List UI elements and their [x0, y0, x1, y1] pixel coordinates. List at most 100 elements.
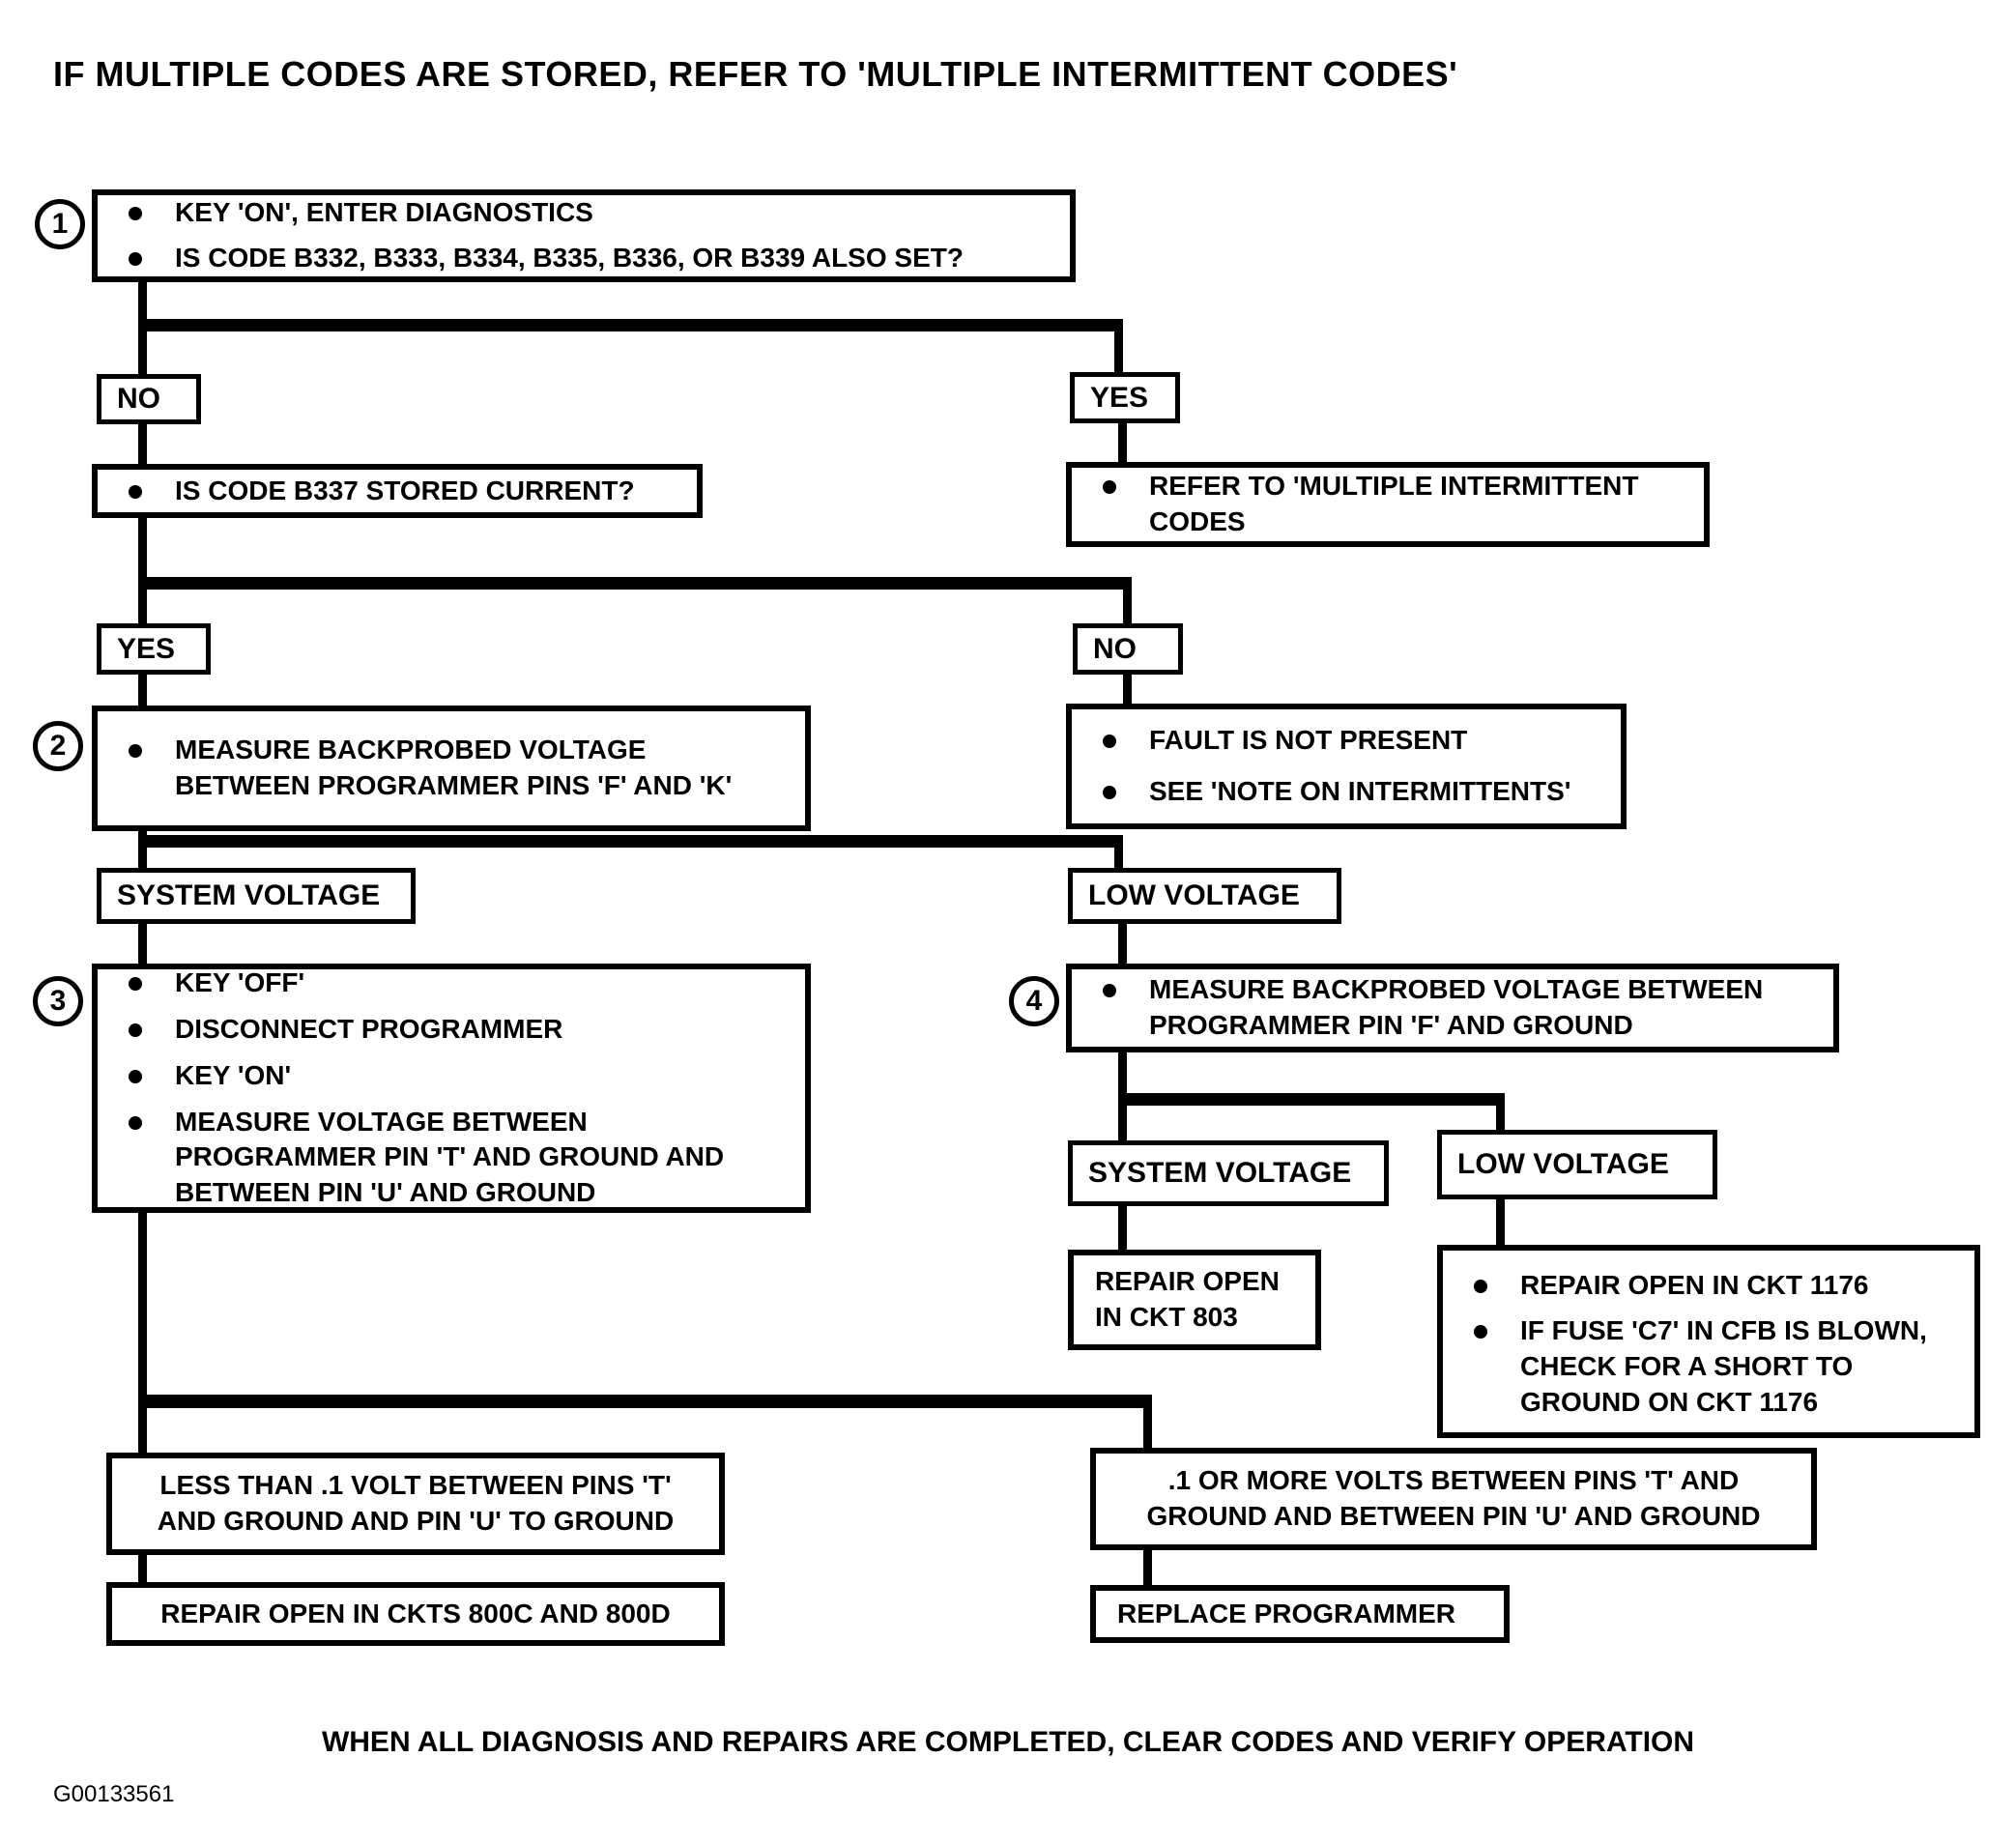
bullet-item: IF FUSE 'C7' IN CFB IS BLOWN, CHECK FOR …	[1458, 1313, 1959, 1421]
node-text: .1 OR MORE VOLTS BETWEEN PINS 'T' AND GR…	[1146, 1465, 1761, 1531]
branch-label-text: NO	[117, 383, 160, 415]
bullet-text: DISCONNECT PROGRAMMER	[175, 1013, 563, 1044]
connector-bar5	[138, 1395, 1152, 1408]
bullet-icon	[1103, 480, 1116, 495]
connector-yes2-to-step2	[138, 674, 147, 707]
step-number-1: 1	[35, 199, 85, 249]
node-text: LESS THAN .1 VOLT BETWEEN PINS 'T' AND G…	[157, 1470, 675, 1536]
bullet-icon	[129, 1023, 142, 1037]
connector-bar3-to-lowv1	[1114, 835, 1123, 870]
bullet-text: KEY 'ON', ENTER DIAGNOSTICS	[175, 197, 593, 228]
footer-note: WHEN ALL DIAGNOSIS AND REPAIRS ARE COMPL…	[321, 1726, 1695, 1758]
connector-bar4-to-sysv2	[1118, 1106, 1127, 1142]
bullet-item: DISCONNECT PROGRAMMER	[113, 1012, 790, 1048]
connector-bar2	[138, 577, 1132, 590]
node-repair-ckt-803: REPAIR OPEN IN CKT 803	[1068, 1250, 1321, 1350]
bullet-text: IF FUSE 'C7' IN CFB IS BLOWN, CHECK FOR …	[1520, 1314, 1927, 1417]
branch-label-text: SYSTEM VOLTAGE	[1088, 1157, 1352, 1189]
bullet-icon	[129, 744, 142, 759]
bullet-item: FAULT IS NOT PRESENT	[1087, 723, 1605, 759]
step-number-3: 3	[33, 976, 83, 1026]
connector-lowv2-to-repair1176	[1496, 1198, 1505, 1247]
branch-label-yes-2: YES	[97, 623, 211, 675]
connector-yes1-to-refer	[1118, 423, 1127, 464]
bullet-text: REPAIR OPEN IN CKT 1176	[1520, 1270, 1869, 1300]
branch-label-system-voltage-2: SYSTEM VOLTAGE	[1068, 1140, 1389, 1206]
bullet-item: REFER TO 'MULTIPLE INTERMITTENT CODES	[1087, 469, 1688, 540]
connector-step3-down-long	[138, 1211, 147, 1455]
node-text: REPLACE PROGRAMMER	[1117, 1598, 1456, 1628]
connector-sysv1-to-step3	[138, 923, 147, 965]
connector-lowv1-to-step4	[1118, 923, 1127, 965]
node-point1-or-more-volts: .1 OR MORE VOLTS BETWEEN PINS 'T' AND GR…	[1090, 1448, 1817, 1550]
bullet-text: KEY 'OFF'	[175, 966, 305, 997]
step-number-2-label: 2	[49, 730, 67, 762]
bullet-icon	[129, 1069, 142, 1083]
branch-label-no-1: NO	[97, 374, 201, 424]
bullet-item: KEY 'ON', ENTER DIAGNOSTICS	[113, 195, 1054, 231]
page-title: IF MULTIPLE CODES ARE STORED, REFER TO '…	[53, 54, 1458, 94]
branch-label-text: YES	[1090, 381, 1149, 414]
bullet-item: REPAIR OPEN IN CKT 1176	[1458, 1268, 1959, 1304]
branch-label-text: SYSTEM VOLTAGE	[117, 879, 381, 911]
connector-step4-down	[1118, 1051, 1127, 1095]
connector-bar3	[138, 835, 1123, 848]
bullet-text: FAULT IS NOT PRESENT	[1149, 725, 1468, 756]
branch-label-yes-1: YES	[1070, 372, 1180, 423]
branch-label-no-2: NO	[1073, 623, 1183, 675]
branch-label-text: YES	[117, 632, 176, 665]
connector-ormore-to-replace	[1143, 1548, 1152, 1587]
branch-label-text: LOW VOLTAGE	[1088, 879, 1300, 911]
node-repair-ckt-1176: REPAIR OPEN IN CKT 1176 IF FUSE 'C7' IN …	[1437, 1245, 1980, 1438]
node-step2: MEASURE BACKPROBED VOLTAGE BETWEEN PROGR…	[92, 706, 811, 831]
bullet-text: MEASURE VOLTAGE BETWEEN PROGRAMMER PIN '…	[175, 1106, 725, 1208]
connector-step2-down	[138, 829, 147, 870]
step-number-1-label: 1	[51, 208, 69, 240]
node-step3: KEY 'OFF' DISCONNECT PROGRAMMER KEY 'ON'…	[92, 964, 811, 1213]
node-repair-ckts-800c-800d: REPAIR OPEN IN CKTS 800C AND 800D	[106, 1582, 725, 1646]
step-number-4-label: 4	[1025, 985, 1043, 1017]
connector-bar1	[138, 319, 1123, 331]
branch-label-text: LOW VOLTAGE	[1457, 1148, 1669, 1180]
bullet-icon	[129, 1115, 142, 1130]
bullet-icon	[1103, 735, 1116, 749]
connector-bar1-to-yes1	[1114, 319, 1123, 375]
bullet-icon	[129, 484, 142, 499]
branch-label-low-voltage-1: LOW VOLTAGE	[1068, 868, 1341, 924]
node-less-than-point1-volt: LESS THAN .1 VOLT BETWEEN PINS 'T' AND G…	[106, 1453, 725, 1555]
node-replace-programmer: REPLACE PROGRAMMER	[1090, 1585, 1510, 1643]
branch-label-system-voltage-1: SYSTEM VOLTAGE	[97, 868, 416, 924]
bullet-text: IS CODE B332, B333, B334, B335, B336, OR…	[175, 243, 964, 273]
step-number-3-label: 3	[49, 985, 67, 1017]
bullet-item: MEASURE BACKPROBED VOLTAGE BETWEEN PROGR…	[1087, 972, 1818, 1044]
connector-bar4	[1118, 1093, 1505, 1106]
bullet-item: SEE 'NOTE ON INTERMITTENTS'	[1087, 774, 1605, 810]
bullet-text: KEY 'ON'	[175, 1059, 292, 1090]
bullet-text: REFER TO 'MULTIPLE INTERMITTENT CODES	[1149, 471, 1639, 536]
connector-sysv2-to-repair803	[1118, 1205, 1127, 1250]
connector-lessthan-to-repair800	[138, 1553, 147, 1584]
bullet-icon	[1474, 1280, 1487, 1293]
node-step1: KEY 'ON', ENTER DIAGNOSTICS IS CODE B332…	[92, 189, 1076, 282]
connector-b337-down	[138, 516, 147, 625]
bullet-icon	[129, 976, 142, 991]
bullet-item: MEASURE VOLTAGE BETWEEN PROGRAMMER PIN '…	[113, 1105, 790, 1212]
node-b337-question: IS CODE B337 STORED CURRENT?	[92, 464, 703, 518]
connector-no1-to-b337	[138, 423, 147, 466]
bullet-icon	[1103, 786, 1116, 799]
connector-bar4-to-lowv2	[1496, 1106, 1505, 1132]
bullet-icon	[129, 207, 142, 221]
bullet-item: IS CODE B337 STORED CURRENT?	[113, 474, 681, 509]
bullet-item: KEY 'OFF'	[113, 965, 790, 1001]
bullet-item: MEASURE BACKPROBED VOLTAGE BETWEEN PROGR…	[113, 733, 790, 804]
step-number-2: 2	[33, 721, 83, 771]
bullet-text: SEE 'NOTE ON INTERMITTENTS'	[1149, 776, 1571, 806]
branch-label-low-voltage-2: LOW VOLTAGE	[1437, 1130, 1717, 1199]
node-refer-multiple-codes: REFER TO 'MULTIPLE INTERMITTENT CODES	[1066, 462, 1710, 547]
bullet-text: IS CODE B337 STORED CURRENT?	[175, 475, 635, 505]
node-text: REPAIR OPEN IN CKTS 800C AND 800D	[160, 1598, 671, 1628]
step-number-4: 4	[1009, 976, 1059, 1026]
node-text: REPAIR OPEN IN CKT 803	[1095, 1266, 1280, 1332]
bullet-item: IS CODE B332, B333, B334, B335, B336, OR…	[113, 241, 1054, 276]
